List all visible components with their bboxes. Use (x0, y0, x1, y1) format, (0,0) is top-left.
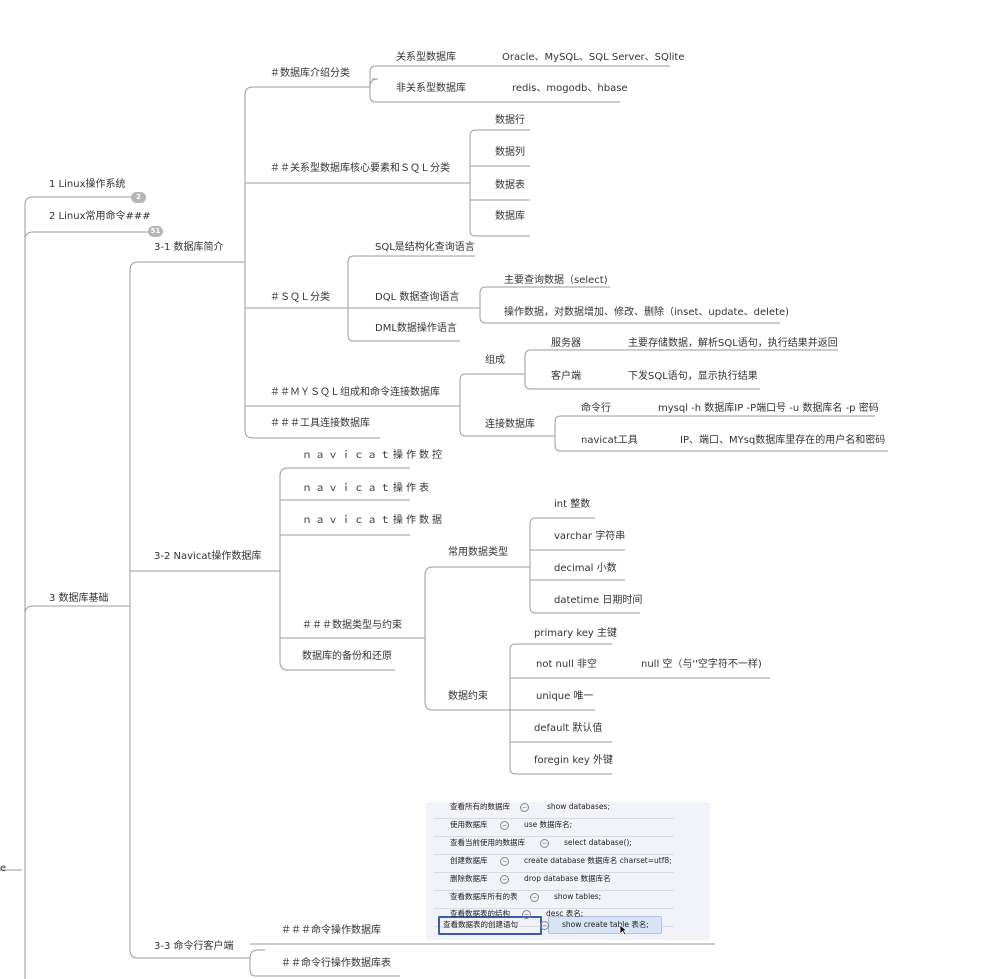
node-command-line[interactable]: 命令行 (581, 403, 611, 414)
collapsed-count-badge[interactable]: 2 (131, 192, 146, 203)
collapse-icon[interactable]: − (540, 839, 549, 848)
sql-row-command-selected[interactable]: show create table 表名; (562, 920, 649, 929)
node-dml-detail[interactable]: 操作数据，对数据增加、修改、删除（inset、update、delete) (504, 307, 790, 318)
divider (434, 908, 674, 909)
node-navicat-op-data[interactable]: ｎａｖｉｃａｔ操作数据 (302, 515, 445, 526)
node-constraints[interactable]: 数据约束 (448, 691, 488, 702)
node-connect-db[interactable]: 连接数据库 (485, 419, 535, 430)
node-navicat-tool[interactable]: navicat工具 (581, 435, 638, 446)
node-server[interactable]: 服务器 (551, 338, 581, 349)
node-backup-restore[interactable]: 数据库的备份和还原 (302, 651, 392, 662)
node-compose[interactable]: 组成 (485, 355, 505, 366)
node-client[interactable]: 客户端 (551, 371, 581, 382)
sql-row-label[interactable]: 删除数据库 (450, 874, 488, 883)
divider (434, 818, 674, 819)
topic-sql-classify[interactable]: ＃ＳＱＬ分类 (270, 292, 330, 303)
topic-types-constraints[interactable]: ＃＃＃数据类型与约束 (302, 620, 402, 631)
sql-row-command[interactable]: show tables; (554, 892, 602, 901)
sql-row-command[interactable]: create database 数据库名 charset=utf8; (524, 856, 672, 865)
topic-cmd-client[interactable]: 3-3 命令行客户端 (154, 941, 234, 952)
divider (434, 890, 674, 891)
node-relational-db[interactable]: 关系型数据库 (396, 52, 456, 63)
node-navicat-op-db[interactable]: ｎａｖｉｃａｔ操作数控 (302, 450, 445, 461)
node-dml[interactable]: DML数据操作语言 (375, 323, 457, 334)
divider (434, 854, 674, 855)
topic-cmd-table[interactable]: ＃＃命令行操作数据库表 (281, 958, 391, 969)
collapse-icon[interactable]: − (500, 875, 509, 884)
topic-linux-os[interactable]: 1 Linux操作系统 (49, 179, 126, 190)
node-type-datetime[interactable]: datetime 日期时间 (554, 595, 643, 606)
sql-row-label[interactable]: 创建数据库 (450, 856, 488, 865)
sql-row-label[interactable]: 查看数据表的结构 (450, 909, 510, 918)
sql-row-label[interactable]: 查看当前使用的数据库 (450, 838, 525, 847)
sql-row-command[interactable]: drop database 数据库名 (524, 874, 611, 883)
node-data-table[interactable]: 数据表 (495, 180, 525, 191)
divider (434, 872, 674, 873)
root-topic-label: e (0, 863, 7, 874)
node-navicat-op-table[interactable]: ｎａｖｉｃａｔ操作表 (302, 483, 432, 494)
collapse-icon[interactable]: − (522, 910, 531, 919)
collapse-icon[interactable]: − (500, 821, 509, 830)
node-data-row[interactable]: 数据行 (495, 115, 525, 126)
topic-linux-commands[interactable]: 2 Linux常用命令### (49, 211, 151, 222)
node-unique[interactable]: unique 唯一 (536, 691, 594, 702)
topic-mysql-compose[interactable]: ＃＃ＭＹＳＱＬ组成和命令连接数据库 (270, 387, 440, 398)
node-navicat-tool-desc[interactable]: IP、端口、MYsq数据库里存在的用户名和密码 (680, 435, 886, 446)
sql-row-command[interactable]: use 数据库名; (524, 820, 573, 829)
node-null-note[interactable]: null 空（与''空字符不一样) (641, 659, 762, 670)
collapse-icon[interactable]: − (500, 857, 509, 866)
node-common-types[interactable]: 常用数据类型 (448, 547, 508, 558)
mouse-cursor-icon (619, 924, 628, 936)
node-data-column[interactable]: 数据列 (495, 147, 525, 158)
collapsed-count-badge[interactable]: 51 (148, 226, 163, 237)
topic-tool-connect[interactable]: ＃＃＃工具连接数据库 (270, 418, 370, 429)
node-nonrelational-db[interactable]: 非关系型数据库 (396, 83, 466, 94)
collapse-icon[interactable]: − (540, 921, 549, 930)
topic-core-elements[interactable]: ＃＃关系型数据库核心要素和ＳＱＬ分类 (270, 163, 450, 174)
sql-row-command[interactable]: show databases; (547, 802, 610, 811)
node-client-desc[interactable]: 下发SQL语句，显示执行结果 (628, 371, 758, 382)
topic-navicat[interactable]: 3-2 Navicat操作数据库 (154, 551, 262, 562)
topic-database-basics[interactable]: 3 数据库基础 (49, 593, 109, 604)
topic-cmd-database[interactable]: ＃＃＃命令操作数据库 (281, 925, 381, 936)
topic-db-classify[interactable]: ＃数据库介绍分类 (270, 68, 350, 79)
sql-row-command[interactable]: desc 表名; (546, 909, 584, 918)
node-dql-detail[interactable]: 主要查询数据（select) (504, 275, 608, 286)
sql-commands-panel: 查看所有的数据库 − show databases; 使用数据库 − use 数… (426, 802, 710, 940)
node-primary-key[interactable]: primary key 主键 (534, 628, 617, 639)
node-server-desc[interactable]: 主要存储数据，解析SQL语句，执行结果并返回 (628, 338, 838, 349)
topic-db-intro[interactable]: 3-1 数据库简介 (154, 242, 224, 253)
node-relational-examples[interactable]: Oracle、MySQL、SQL Server、SQlite (502, 52, 685, 63)
node-foreign-key[interactable]: foregin key 外键 (534, 755, 614, 766)
divider (434, 836, 674, 837)
node-not-null[interactable]: not null 非空 (536, 659, 597, 670)
node-command-line-desc[interactable]: mysql -h 数据库IP -P端口号 -u 数据库名 -p 密码 (658, 403, 879, 414)
node-type-int[interactable]: int 整数 (554, 499, 591, 510)
sql-row-label[interactable]: 查看所有的数据库 (450, 802, 510, 811)
node-type-varchar[interactable]: varchar 字符串 (554, 531, 626, 542)
node-dql[interactable]: DQL 数据查询语言 (375, 292, 460, 303)
node-type-decimal[interactable]: decimal 小数 (554, 563, 617, 574)
sql-row-command[interactable]: select database(); (564, 838, 632, 847)
sql-row-label[interactable]: 使用数据库 (450, 820, 488, 829)
node-database[interactable]: 数据库 (495, 211, 525, 222)
node-default[interactable]: default 默认值 (534, 723, 603, 734)
collapse-icon[interactable]: − (520, 803, 529, 812)
collapse-icon[interactable]: − (530, 893, 539, 902)
sql-row-label[interactable]: 查看数据库所有的表 (450, 892, 518, 901)
sql-row-label-selected[interactable]: 查看数据表的创建语句 (443, 920, 518, 929)
node-nonrelational-examples[interactable]: redis、mogodb、hbase (512, 83, 628, 94)
node-sql-definition[interactable]: SQL是结构化查询语言 (375, 242, 475, 253)
